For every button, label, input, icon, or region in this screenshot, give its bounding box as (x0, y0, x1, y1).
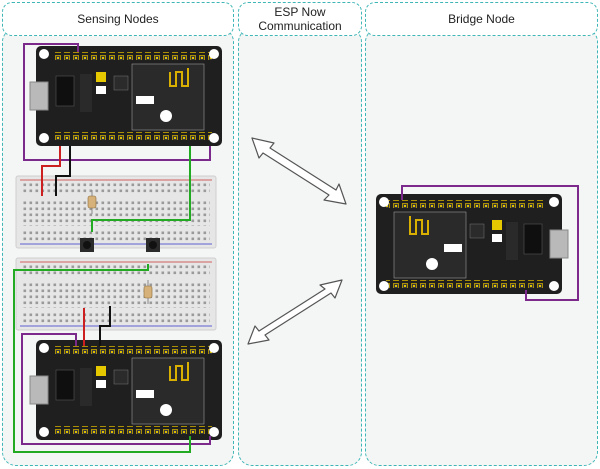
wire-red-node1 (41, 146, 61, 196)
esp-now-link-top-arrow (251, 137, 347, 205)
breadboard-top (15, 175, 217, 249)
sensing-lane-title: Sensing Nodes (77, 12, 159, 26)
wire-purple-node1 (23, 43, 79, 142)
wire-purple-node2 (21, 333, 77, 432)
push-button-2 (146, 238, 160, 252)
communication-lane-header: ESP Now Communication (238, 2, 362, 36)
wire-green-node1 (91, 146, 191, 232)
sensing-lane-header: Sensing Nodes (2, 2, 234, 36)
bridge-node-board (375, 193, 569, 295)
wire-black-node1 (55, 146, 71, 196)
communication-lane-title-line1: ESP Now (274, 5, 326, 19)
wire-purple-node1-b (23, 142, 211, 161)
resistor-1 (87, 190, 97, 214)
resistor-2 (143, 280, 153, 304)
push-button-1 (80, 238, 94, 252)
bridge-lane-title: Bridge Node (448, 12, 515, 26)
wire-purple-node2-b (21, 432, 211, 445)
wire-black-node2 (99, 306, 111, 346)
communication-lane-title-line2: Communication (258, 19, 342, 33)
wire-purple-bridge (401, 185, 579, 301)
esp-now-link-bottom-arrow (247, 279, 343, 345)
sensing-node-2-board (29, 339, 223, 441)
wire-green-node2 (13, 264, 191, 453)
communication-lane (238, 28, 362, 466)
breadboard-bottom (15, 257, 217, 331)
sensing-node-1-board (29, 45, 223, 147)
bridge-lane-header: Bridge Node (365, 2, 598, 36)
